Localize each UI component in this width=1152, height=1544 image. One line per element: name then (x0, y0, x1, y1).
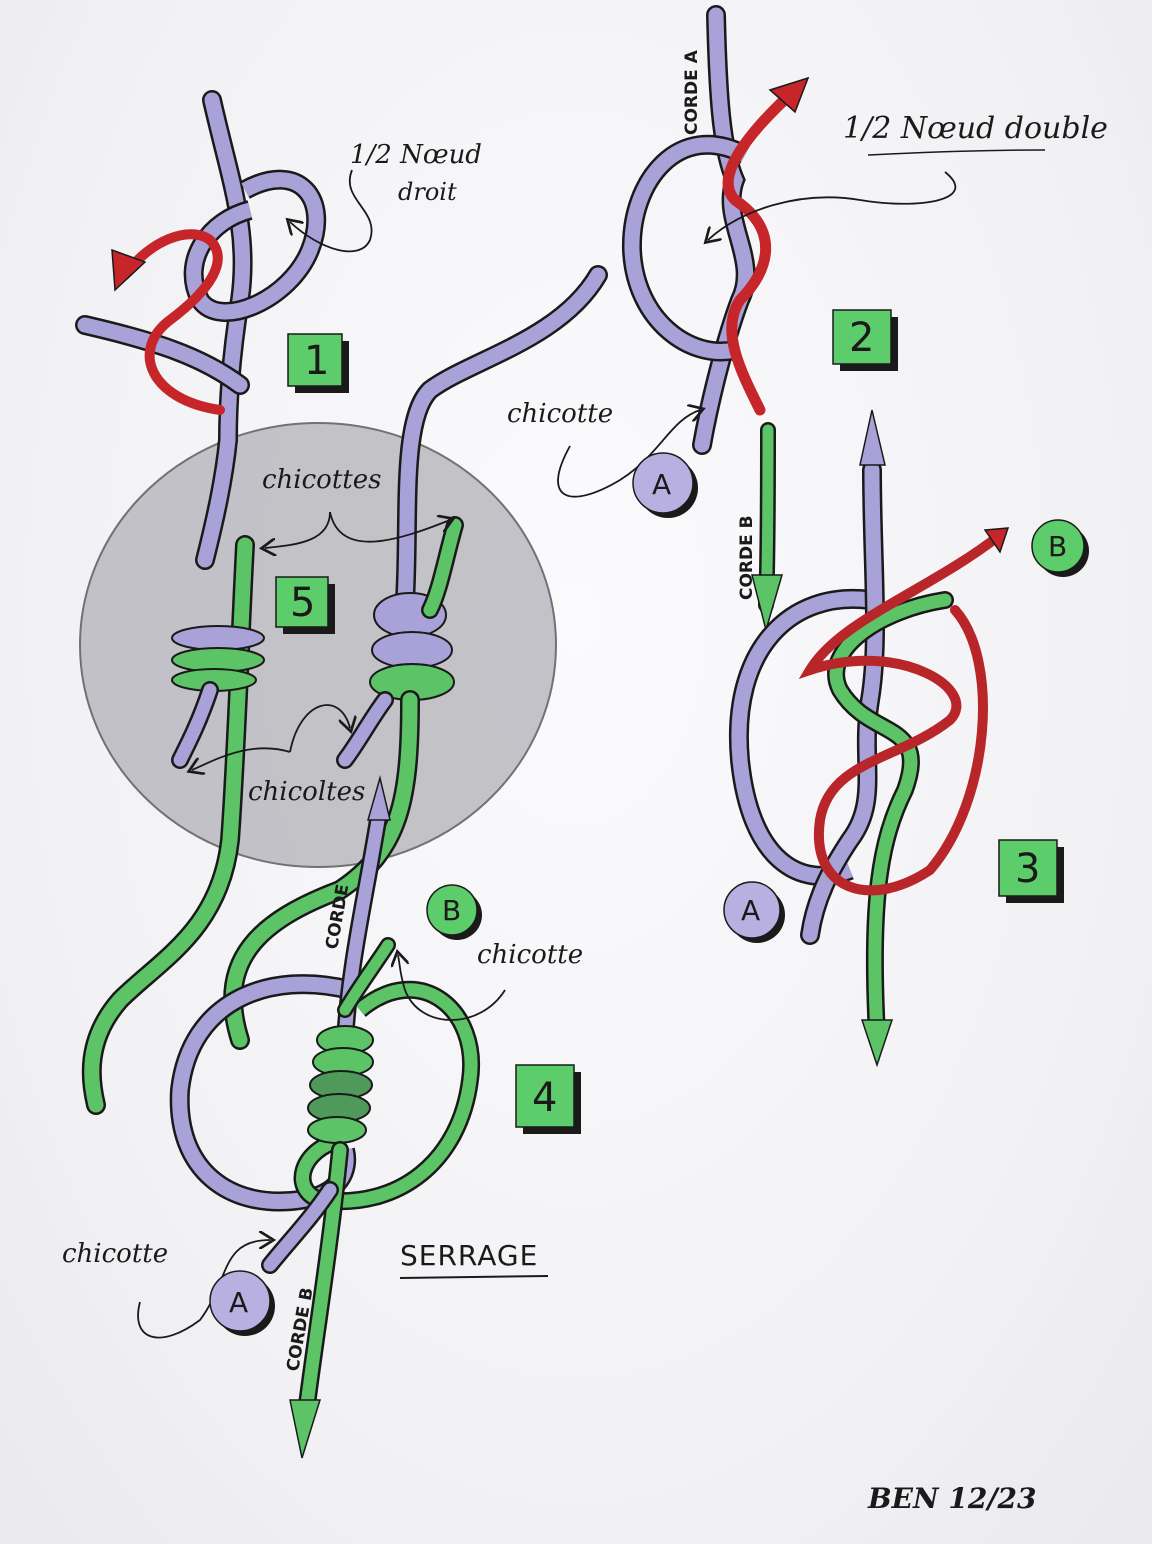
half-knot-double-underline (868, 150, 1045, 155)
half-knot-right-label-2: droit (398, 178, 457, 206)
svg-text:5: 5 (290, 580, 315, 626)
chicotte-bottom-left-label: chicotte (62, 1239, 168, 1269)
step3-knot (739, 410, 1008, 1065)
svg-text:B: B (442, 894, 461, 927)
marker-a-step3: A (724, 882, 785, 943)
step3-red-arrow (810, 535, 1000, 890)
step4-knot: CORDE CORDE B chicotte chicotte SERRAGE (62, 778, 583, 1458)
chicotte-top-right-label: chicotte (507, 399, 613, 429)
marker-b-step4: B (427, 885, 482, 940)
half-knot-double-label: 1/2 Nœud double (843, 111, 1108, 146)
svg-text:A: A (741, 894, 760, 927)
signature: BEN 12/23 (867, 1482, 1037, 1515)
marker-a-step4: A (210, 1271, 275, 1336)
svg-text:4: 4 (532, 1075, 557, 1121)
svg-text:2: 2 (849, 315, 874, 361)
step-badge-3: 3 (999, 840, 1064, 903)
step-badge-1: 1 (288, 334, 349, 393)
svg-text:A: A (229, 1286, 248, 1319)
serrage-label: SERRAGE (400, 1239, 538, 1272)
marker-a-step2: A (633, 453, 698, 518)
chicotte-step4-label: chicotte (477, 940, 583, 970)
step3-rope-b-arrowhead (862, 1020, 892, 1065)
step2-knot: CORDE A CORDE B 1/2 Nœud double chicotte (507, 15, 1108, 630)
svg-text:B: B (1048, 530, 1067, 563)
serrage-underline (400, 1276, 548, 1278)
step3-rope-a-arrowhead (860, 410, 885, 465)
step-badge-2: 2 (833, 310, 898, 371)
step-badge-4: 4 (516, 1065, 581, 1134)
svg-text:A: A (652, 468, 671, 501)
marker-b-step3: B (1032, 520, 1089, 577)
svg-text:3: 3 (1015, 846, 1040, 892)
chicottes-top-label: chicottes (262, 465, 381, 495)
corde-b-label-right: CORDE B (737, 515, 757, 600)
half-knot-right-label-1: 1/2 Nœud (350, 140, 482, 170)
svg-text:1: 1 (304, 338, 329, 384)
chicottes-bottom-label: chicoltes (248, 777, 365, 807)
step4-rope-b-arrowhead (290, 1400, 320, 1458)
corde-a-label: CORDE A (682, 49, 702, 135)
step-badge-5: 5 (276, 577, 335, 634)
